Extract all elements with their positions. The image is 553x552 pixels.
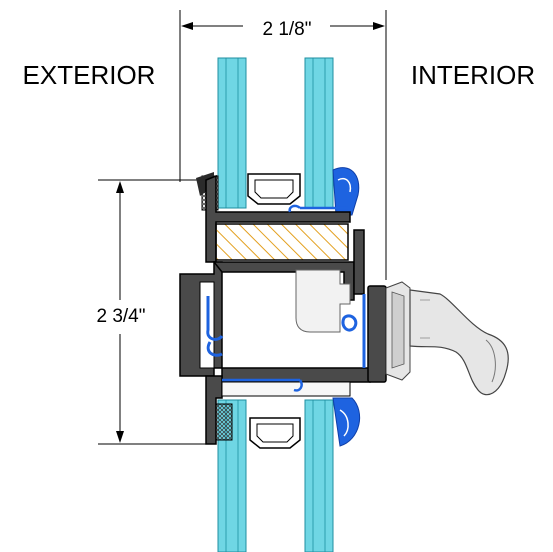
lower-spacer-assembly bbox=[215, 397, 361, 449]
height-dimension-label: 2 3/4" bbox=[96, 306, 145, 327]
lower-exterior-glazing-tape bbox=[215, 403, 233, 441]
arrowhead-left bbox=[181, 22, 193, 30]
setting-block-icon bbox=[215, 223, 349, 261]
upper-sash-leg bbox=[205, 174, 351, 263]
handle-lever bbox=[409, 289, 509, 396]
lower-interior-glass bbox=[304, 399, 334, 552]
exterior-weatherstrip bbox=[206, 296, 224, 341]
upper-exterior-glass bbox=[217, 57, 247, 209]
arrowhead-bottom bbox=[116, 431, 124, 443]
width-dimension-label: 2 1/8" bbox=[262, 19, 311, 40]
upper-glazing-unit bbox=[217, 57, 334, 209]
interior-label: INTERIOR bbox=[411, 60, 535, 90]
window-handle-icon bbox=[295, 269, 509, 396]
upper-spacer-bar bbox=[247, 173, 301, 205]
width-dimension: 2 1/8" bbox=[179, 10, 387, 280]
lower-interior-gasket bbox=[332, 397, 361, 447]
arrowhead-right bbox=[373, 22, 385, 30]
lower-glazing-unit bbox=[217, 399, 334, 552]
interior-mullion-face bbox=[367, 285, 387, 383]
lower-sash-leg bbox=[205, 375, 223, 445]
lower-spacer-bar bbox=[249, 417, 301, 449]
interior-leg bbox=[353, 229, 365, 295]
height-dimension: 2 3/4" bbox=[96, 179, 210, 445]
upper-interior-glass bbox=[304, 57, 334, 209]
exterior-label: EXTERIOR bbox=[23, 60, 156, 90]
arrowhead-top bbox=[116, 181, 124, 193]
